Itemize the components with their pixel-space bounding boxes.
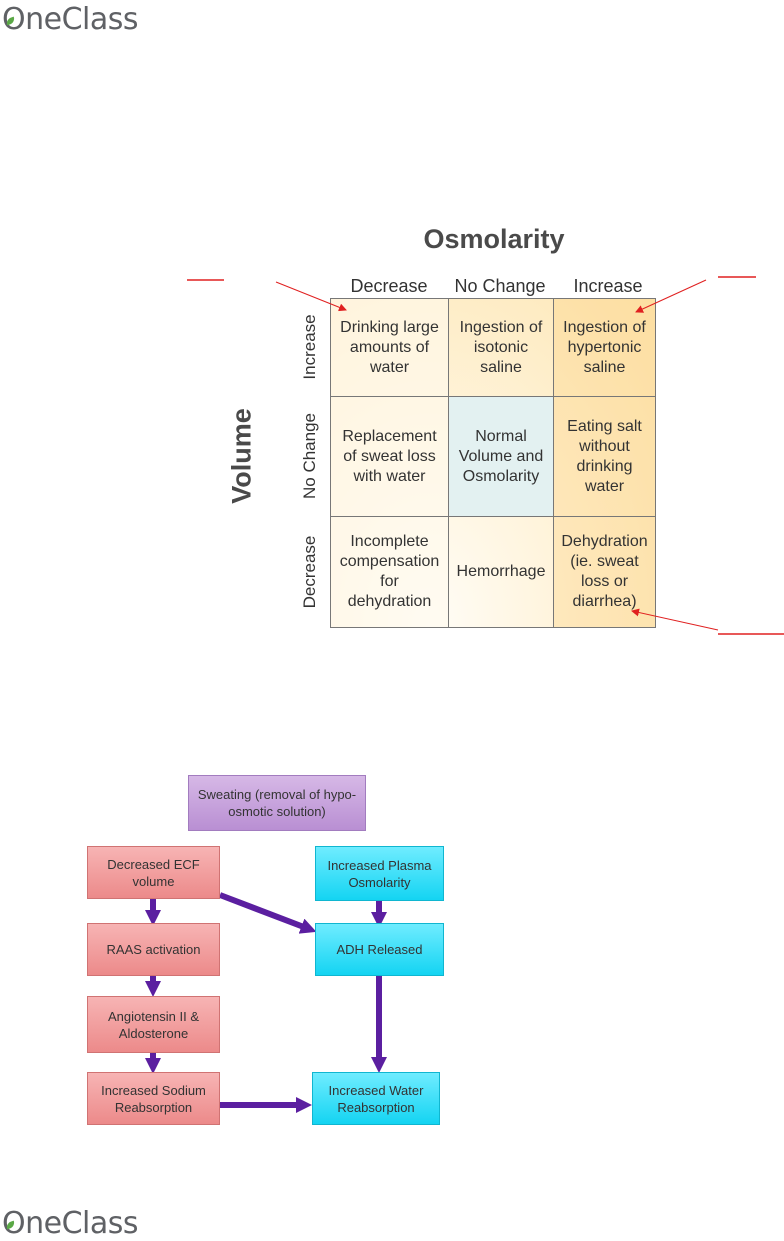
- cell-increase-no-change: Ingestion of isotonic saline: [449, 299, 554, 397]
- raas-activation-box: RAAS activation: [87, 923, 220, 976]
- cell-decrease-decrease: Incomplete compensation for dehydration: [331, 517, 449, 627]
- annotation-arrow-right-bottom: [631, 608, 719, 631]
- osmolarity-title: Osmolarity: [423, 224, 565, 254]
- cell-no-change-decrease: Replacement of sweat loss with water: [331, 397, 449, 517]
- water-reabsorption-box: Increased Water Reabsorption: [312, 1072, 440, 1125]
- logo-text: OneClass: [2, 1206, 139, 1241]
- plasma-osmolarity-box: Increased Plasma Osmolarity: [315, 846, 444, 901]
- sodium-reabsorption-box: Increased Sodium Reabsorption: [87, 1072, 220, 1125]
- cell-no-change-increase: Eating salt without drinking water: [554, 397, 655, 517]
- annotation-arrow-right-top: [635, 279, 707, 313]
- cell-decrease-no-change: Hemorrhage: [449, 517, 554, 627]
- annotation-arrow-left: [275, 281, 347, 312]
- oneclass-logo-bottom: OneClass: [2, 1206, 139, 1241]
- osmolarity-volume-matrix: Drinking large amounts of water Ingestio…: [330, 298, 656, 628]
- cell-increase-increase: Ingestion of hypertonic saline: [554, 299, 655, 397]
- decreased-ecf-box: Decreased ECF volume: [87, 846, 220, 899]
- oneclass-logo-top: OneClass: [2, 2, 139, 37]
- angiotensin-box: Angiotensin II & Aldosterone: [87, 996, 220, 1053]
- annotation-lines: [187, 276, 784, 635]
- logo-text: OneClass: [2, 2, 139, 37]
- column-header-no-change: No Change: [454, 276, 546, 296]
- cell-increase-decrease: Drinking large amounts of water: [331, 299, 449, 397]
- column-header-decrease: Decrease: [350, 276, 428, 296]
- cell-no-change-no-change: Normal Volume and Osmolarity: [449, 397, 554, 517]
- sweating-box: Sweating (removal of hypo- osmotic solut…: [188, 775, 366, 831]
- adh-released-box: ADH Released: [315, 923, 444, 976]
- arrow-ecf-to-adh: [218, 892, 317, 934]
- column-header-increase: Increase: [573, 276, 643, 296]
